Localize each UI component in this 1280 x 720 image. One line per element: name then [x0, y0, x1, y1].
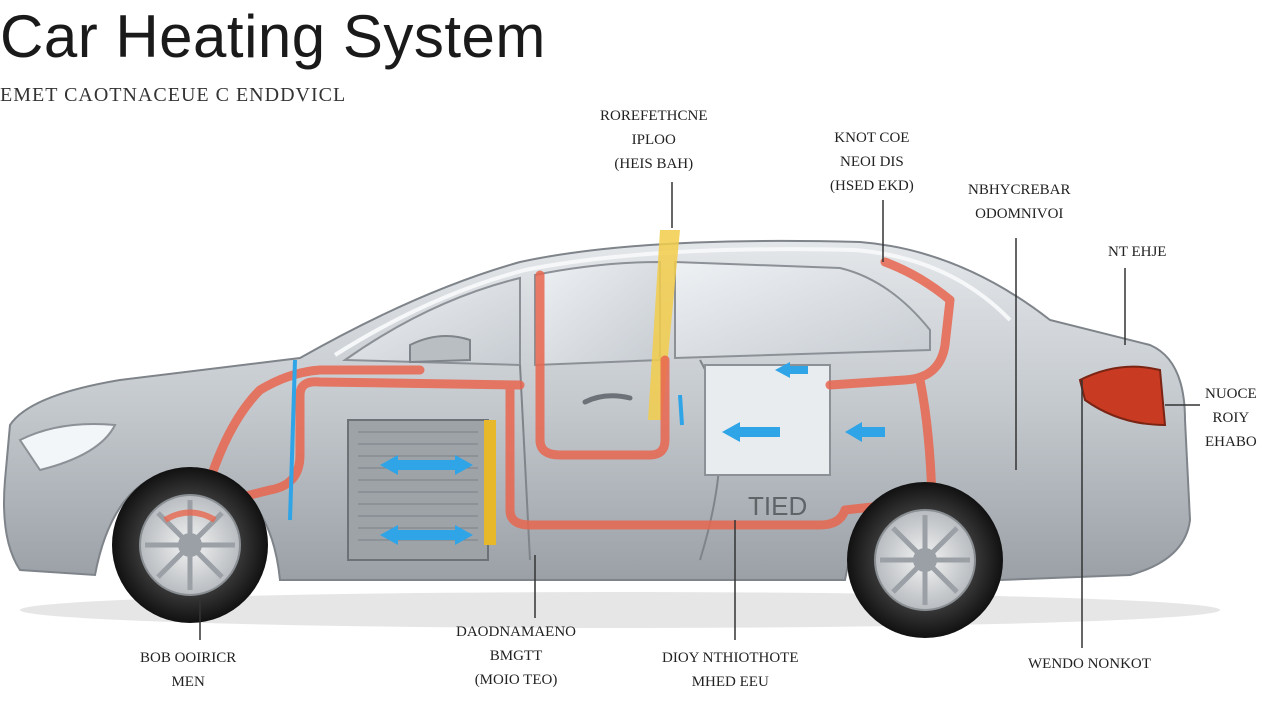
rear-wheel — [847, 482, 1003, 638]
callout-top-right: KNOT COE NEOI DIS (HSED EKD) — [830, 126, 914, 198]
chassis-text: TIED — [748, 491, 807, 521]
callout-line: KNOT COE — [834, 130, 910, 146]
callout-line: WENDO NONKOT — [1028, 656, 1151, 672]
callout-line: DIOY NTHIOTHOTE — [662, 650, 799, 666]
callout-line: MEN — [171, 674, 205, 690]
callout-line: (MOIO TEO) — [474, 672, 558, 688]
callout-line: BOB OOIRICR — [140, 650, 237, 666]
page-subtitle: EMET CAOTNACEUE C ENDDVICL — [0, 84, 347, 106]
arrow-exchanger-bottom — [380, 525, 473, 545]
hot-coolant-pipes — [205, 257, 955, 565]
callout-line: MHED EEU — [691, 674, 769, 690]
callout-upper-right: NBHYCREBAR ODOMNIVOI — [968, 178, 1071, 226]
callout-line: DAODNAMAENO — [456, 624, 576, 640]
callout-right: NUOCE ROIY EHABO — [1205, 382, 1257, 454]
callout-line: (HSED EKD) — [830, 178, 914, 194]
arrow-exchanger-top — [380, 455, 473, 475]
callout-bottom-mid-right: DIOY NTHIOTHOTE MHED EEU — [662, 646, 799, 694]
callout-line: (HEIS BAH) — [614, 156, 694, 172]
cold-air-arrows — [380, 362, 885, 545]
front-wheel — [112, 467, 268, 623]
callout-line: IPLOO — [631, 132, 676, 148]
page-title: Car Heating System — [0, 3, 546, 70]
rear-side-window — [674, 260, 931, 360]
callout-line: ODOMNIVOI — [975, 206, 1064, 222]
windshield — [341, 276, 521, 367]
callout-top-center: ROREFETHCNE IPLOO (HEIS BAH) — [600, 104, 708, 176]
heater-unit — [704, 364, 831, 476]
callout-line: NBHYCREBAR — [968, 182, 1071, 198]
arrow-rear — [845, 422, 885, 442]
headlight — [18, 423, 117, 472]
heater-core — [484, 420, 496, 545]
callout-line: ROREFETHCNE — [600, 108, 708, 124]
side-mirror — [409, 335, 471, 364]
callout-far-right: NT EHJE — [1108, 240, 1166, 264]
tail-light — [1078, 365, 1167, 427]
arrow-unit-left — [722, 422, 780, 442]
arrow-unit-top — [775, 362, 808, 378]
cold-duct-front — [288, 359, 297, 521]
callout-line: NUOCE — [1205, 386, 1257, 402]
front-side-window — [534, 260, 661, 367]
leader-lines — [199, 182, 1200, 648]
callout-bottom-right: WENDO NONKOT — [1028, 652, 1151, 676]
callout-bottom-center: DAODNAMAENO BMGTT (MOIO TEO) — [456, 620, 576, 692]
callout-line: ROIY — [1212, 410, 1250, 426]
cold-duct-center — [678, 394, 684, 426]
callout-line: NEOI DIS — [840, 154, 904, 170]
callout-line: EHABO — [1205, 434, 1257, 450]
callout-line: NT EHJE — [1108, 244, 1167, 260]
callout-bottom-left: BOB OOIRICR MEN — [140, 646, 236, 694]
door-handle — [582, 393, 633, 405]
callout-line: BMGTT — [489, 648, 543, 664]
vertical-duct — [648, 230, 680, 420]
